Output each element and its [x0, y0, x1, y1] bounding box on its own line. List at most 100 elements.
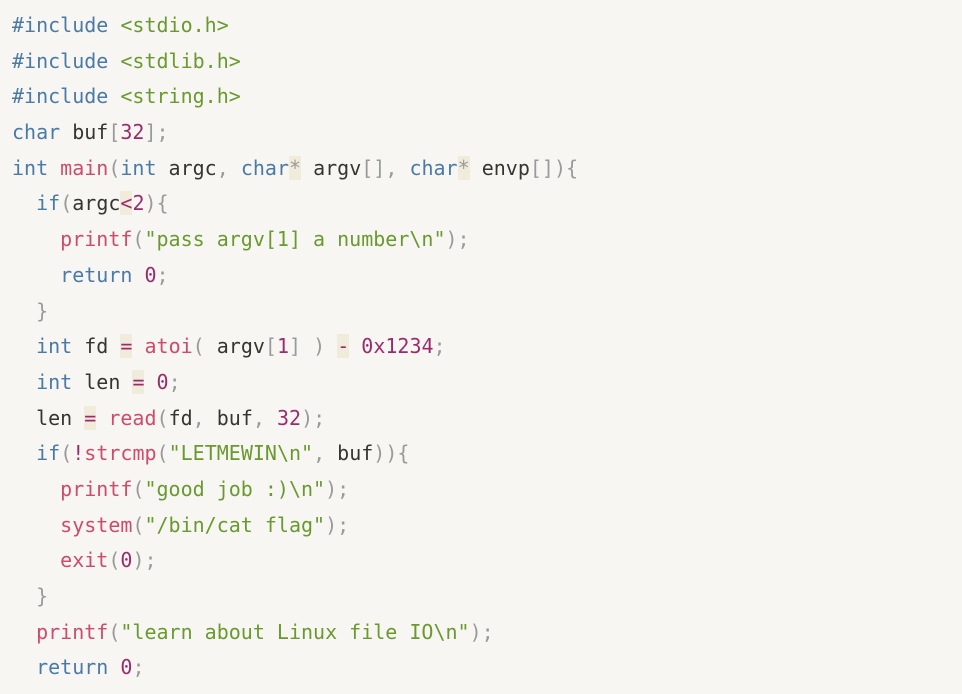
code-string: <stdio.h> — [120, 13, 229, 37]
code-function: printf — [60, 227, 133, 252]
code-line: } — [12, 294, 962, 330]
code-punctuation: )){ — [373, 441, 410, 466]
code-line: char buf[32]; — [12, 115, 962, 151]
code-function: read — [108, 405, 157, 430]
code-text — [108, 655, 120, 679]
code-string: "LETMEWIN\n" — [168, 441, 314, 466]
code-number: 32 — [276, 405, 302, 430]
code-text — [349, 334, 361, 358]
code-operator: < — [120, 191, 133, 216]
code-function: main — [60, 155, 109, 180]
code-line: printf("pass argv[1] a number\n"); — [12, 222, 962, 258]
code-text: argv — [216, 334, 265, 359]
code-punctuation: ( — [108, 548, 121, 573]
code-number: 0 — [156, 369, 169, 394]
code-punctuation: , — [216, 155, 241, 180]
code-keyword: char — [409, 155, 458, 180]
code-text — [12, 441, 36, 465]
code-function: system — [60, 512, 133, 537]
code-line: return 0; — [12, 650, 962, 686]
code-line: int main(int argc, char* argv[], char* e… — [12, 151, 962, 187]
code-punctuation: ); — [132, 548, 157, 573]
code-operator: ! — [72, 441, 85, 466]
code-punctuation: ( — [132, 227, 145, 252]
code-string: "good job :)\n" — [144, 476, 326, 501]
code-string: <string.h> — [120, 84, 241, 109]
code-punctuation: ); — [301, 405, 326, 430]
code-line: exit(0); — [12, 543, 962, 579]
code-keyword: int — [12, 155, 49, 180]
code-punctuation: ); — [325, 476, 350, 501]
code-text — [12, 191, 36, 215]
code-line: if(!strcmp("LETMEWIN\n", buf)){ — [12, 436, 962, 472]
code-punctuation: ; — [433, 334, 446, 359]
code-text — [12, 477, 60, 501]
code-function: atoi — [144, 334, 193, 359]
code-keyword: return — [60, 262, 133, 287]
code-punctuation: ); — [469, 619, 494, 644]
code-text — [12, 334, 36, 358]
code-keyword: #include — [12, 13, 121, 37]
code-number: 0 — [120, 655, 133, 680]
code-line: system("/bin/cat flag"); — [12, 508, 962, 544]
code-text: argc — [72, 191, 121, 216]
code-string: <stdlib.h> — [120, 48, 241, 73]
code-line: #include <string.h> — [12, 79, 962, 115]
code-line: printf("learn about Linux file IO\n"); — [12, 615, 962, 651]
code-line: #include <stdlib.h> — [12, 44, 962, 80]
code-text: argv — [301, 155, 362, 180]
code-text: len — [72, 369, 133, 394]
code-keyword: return — [36, 655, 109, 680]
code-text — [12, 513, 60, 537]
code-punctuation: ; — [132, 655, 145, 680]
code-text: argc — [156, 155, 217, 180]
code-text — [12, 370, 36, 394]
code-text — [132, 263, 144, 287]
code-punctuation: ; — [156, 262, 169, 287]
code-operator: = — [132, 369, 145, 394]
code-keyword: int — [120, 155, 157, 180]
code-punctuation: ( — [192, 334, 217, 359]
code-punctuation: ( — [132, 512, 145, 537]
code-text: buf — [337, 441, 374, 466]
code-text — [12, 299, 36, 323]
code-text — [48, 156, 60, 180]
code-punctuation: ( — [108, 619, 121, 644]
code-punctuation: ( — [156, 405, 169, 430]
code-number: 0 — [144, 262, 157, 287]
code-text: len — [12, 405, 85, 430]
code-keyword: if — [36, 441, 61, 466]
code-punctuation: * — [289, 155, 302, 180]
code-punctuation: ; — [168, 369, 181, 394]
code-punctuation: ( — [60, 191, 73, 216]
code-punctuation: ( — [156, 441, 169, 466]
code-text — [12, 227, 60, 251]
code-keyword: #include — [12, 48, 121, 73]
code-line: printf("good job :)\n"); — [12, 472, 962, 508]
code-text: buf — [60, 120, 109, 145]
code-punctuation: [ — [108, 120, 121, 145]
code-line: } — [12, 579, 962, 615]
code-punctuation: , — [192, 405, 217, 430]
code-text — [96, 406, 108, 430]
code-punctuation: ]; — [144, 120, 169, 145]
code-keyword: int — [36, 334, 73, 359]
code-keyword: char — [12, 120, 61, 145]
code-function: exit — [60, 548, 109, 573]
code-line: int len = 0; — [12, 365, 962, 401]
code-number: 32 — [120, 120, 145, 145]
code-text: fd — [168, 405, 193, 430]
code-text — [12, 263, 60, 287]
code-number: 2 — [132, 191, 145, 216]
code-keyword: char — [240, 155, 289, 180]
code-operator: = — [84, 405, 97, 430]
code-line: len = read(fd, buf, 32); — [12, 401, 962, 437]
code-text: buf — [216, 405, 253, 430]
code-keyword: int — [36, 369, 73, 394]
code-text — [12, 584, 36, 608]
code-punctuation: [], — [361, 155, 410, 180]
code-number: 0x1234 — [361, 334, 434, 359]
code-number: 1 — [276, 334, 290, 359]
code-string: "learn about Linux file IO\n" — [120, 619, 470, 644]
